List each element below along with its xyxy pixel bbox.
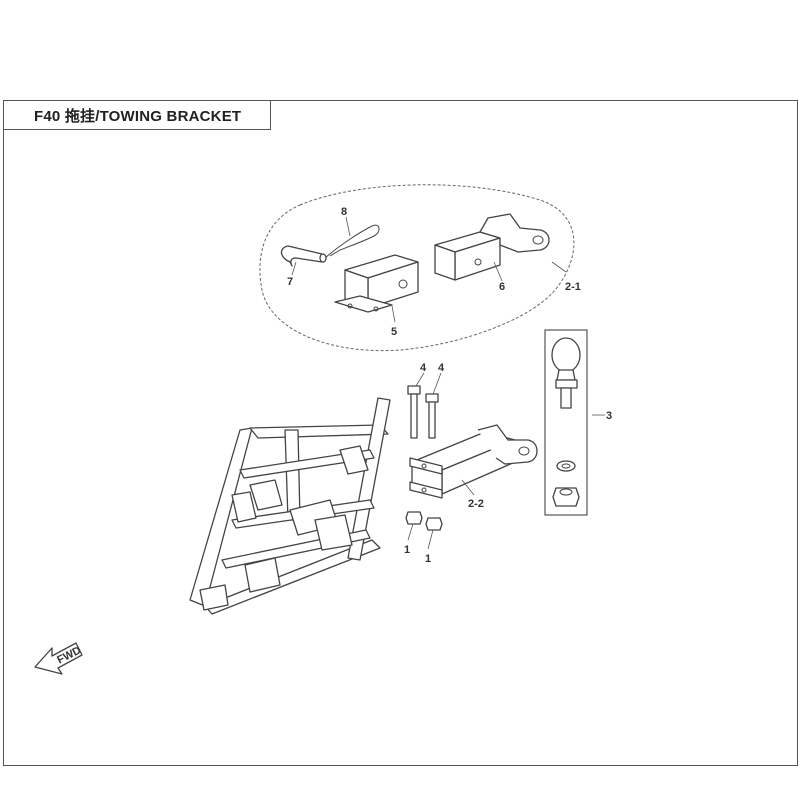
leader-8 — [345, 216, 351, 237]
leader-7 — [291, 261, 297, 276]
leader-2-2 — [461, 479, 475, 496]
part-8-r-clip — [324, 224, 380, 259]
callout-8: 8 — [341, 206, 347, 218]
title-box: F40 拖挂/TOWING BRACKET — [3, 100, 271, 130]
leader-2-1 — [551, 261, 567, 273]
fwd-arrow-icon: FWD — [34, 642, 83, 675]
part-3-nut — [552, 487, 580, 507]
part-1-nut-a — [405, 511, 423, 525]
part-7-hitch-pin — [280, 245, 327, 267]
leader-4b — [432, 372, 442, 395]
leader-1a — [407, 523, 414, 541]
callout-2-1: 2-1 — [565, 281, 581, 293]
part-6-tow-tongue — [434, 213, 550, 281]
part-2-2-tow-bar — [409, 424, 538, 499]
drawing-frame — [3, 100, 798, 766]
callout-2-2: 2-2 — [468, 498, 484, 510]
vehicle-frame — [189, 397, 391, 615]
callout-7: 7 — [287, 276, 293, 288]
leader-6 — [493, 261, 503, 282]
callout-4b: 4 — [438, 362, 445, 374]
callout-3: 3 — [606, 410, 612, 422]
leader-1b — [427, 529, 434, 550]
page-title: F40 拖挂/TOWING BRACKET — [34, 107, 242, 125]
part-3-ball-kit-box — [544, 329, 588, 516]
callout-4a: 4 — [420, 362, 427, 374]
part-3-washer — [556, 460, 576, 472]
part-3-tow-ball — [551, 337, 581, 409]
part-4-bolt-b — [425, 393, 439, 439]
leader-4a — [415, 372, 425, 387]
callout-1b: 1 — [425, 553, 431, 565]
assembly-2-1-outline — [259, 184, 575, 352]
part-1-nut-b — [425, 517, 443, 531]
fwd-label: FWD — [55, 644, 83, 666]
leader-5 — [391, 305, 396, 323]
callout-6: 6 — [499, 281, 505, 293]
part-5-receiver-bracket — [334, 254, 419, 313]
callout-5: 5 — [391, 326, 397, 338]
part-4-bolt-a — [407, 385, 421, 439]
callout-1a: 1 — [404, 544, 410, 556]
